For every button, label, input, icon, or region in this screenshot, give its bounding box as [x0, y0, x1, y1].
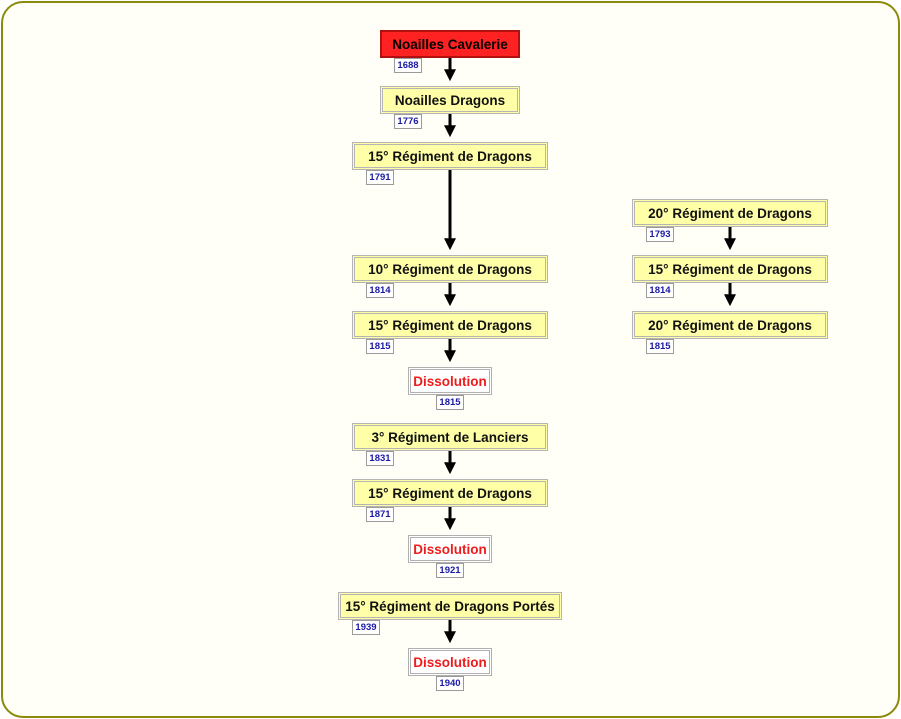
year-label: 1815 [436, 395, 464, 410]
dissolution-node: Dissolution [408, 535, 492, 563]
year-label: 1871 [366, 507, 394, 522]
regiment-node: 15° Régiment de Dragons [352, 142, 548, 170]
regiment-node: 3° Régiment de Lanciers [352, 423, 548, 451]
regiment-node: Noailles Dragons [380, 86, 520, 114]
year-label: 1814 [646, 283, 674, 298]
year-label: 1793 [646, 227, 674, 242]
regiment-node: 15° Régiment de Dragons [632, 255, 828, 283]
year-label: 1815 [646, 339, 674, 354]
regiment-node: 15° Régiment de Dragons Portés [338, 592, 562, 620]
dissolution-node: Dissolution [408, 648, 492, 676]
year-label: 1815 [366, 339, 394, 354]
year-label: 1776 [394, 114, 422, 129]
regiment-node: 15° Régiment de Dragons [352, 479, 548, 507]
year-label: 1940 [436, 676, 464, 691]
regiment-node: Noailles Cavalerie [380, 30, 520, 58]
regiment-node: 15° Régiment de Dragons [352, 311, 548, 339]
year-label: 1814 [366, 283, 394, 298]
year-label: 1939 [352, 620, 380, 635]
dissolution-node: Dissolution [408, 367, 492, 395]
year-label: 1831 [366, 451, 394, 466]
regiment-node: 20° Régiment de Dragons [632, 311, 828, 339]
regiment-node: 20° Régiment de Dragons [632, 199, 828, 227]
year-label: 1791 [366, 170, 394, 185]
year-label: 1921 [436, 563, 464, 578]
regiment-node: 10° Régiment de Dragons [352, 255, 548, 283]
year-label: 1688 [394, 58, 422, 73]
